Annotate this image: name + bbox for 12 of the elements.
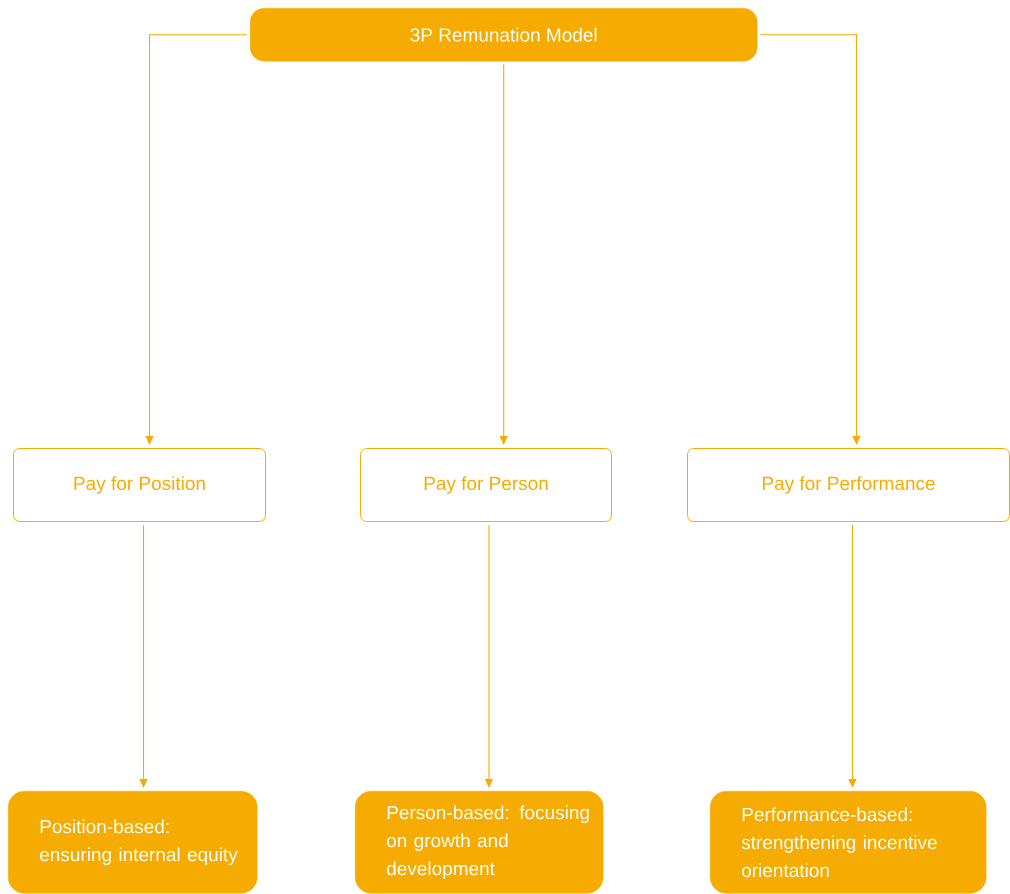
- description-box: Person-based: focusing on growth and development: [355, 791, 604, 894]
- arrow: [139, 524, 148, 788]
- arrow: [145, 34, 248, 445]
- description-box: Position-based: ensuring internal equity: [8, 791, 258, 894]
- arrow: [499, 63, 508, 445]
- category-box: Pay for Person: [360, 448, 612, 522]
- arrow: [759, 34, 861, 445]
- category-box: Pay for Performance: [687, 448, 1010, 522]
- arrow: [848, 524, 857, 788]
- category-box: Pay for Position: [13, 448, 266, 522]
- description-box: Performance-based: strengthening incentive orientation: [710, 791, 987, 894]
- title-box: 3P Remunation Model: [250, 8, 758, 62]
